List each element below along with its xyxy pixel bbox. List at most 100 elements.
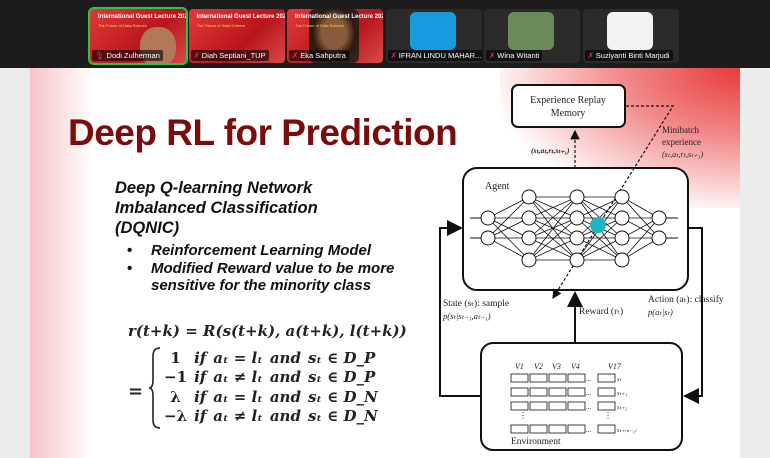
- participant-name: ✗Wina Witanti: [486, 50, 543, 61]
- feature-cell: [548, 373, 567, 383]
- network-edge: [528, 196, 578, 219]
- environment-label: Environment: [511, 437, 561, 447]
- memory-box: [511, 84, 626, 128]
- state-arrow: [439, 220, 481, 397]
- network-edge: [528, 196, 578, 239]
- case-and: and: [269, 348, 301, 367]
- action-label: p(aₜ|sₜ): [647, 307, 673, 317]
- network-edge: [528, 217, 578, 261]
- feature-cell: [548, 424, 567, 434]
- participant-tile[interactable]: ✗Wina Witanti: [484, 9, 580, 63]
- case-v: λ: [170, 387, 181, 406]
- network-node: [614, 252, 630, 268]
- feature-cell: [597, 401, 616, 411]
- case-cond: aₜ ≠ lₜ: [213, 407, 263, 426]
- column-label: V4: [571, 362, 580, 371]
- minibatch-label: Minibatch: [662, 125, 699, 135]
- ellipsis: ...: [586, 426, 592, 434]
- feature-cell: [567, 387, 586, 397]
- network-node: [521, 230, 537, 246]
- subtitle-line: Deep Q-learning Network: [115, 179, 313, 197]
- participant-name-text: Dodi Zulherman: [106, 51, 160, 60]
- mic-muted-icon: ✗: [489, 51, 496, 60]
- memory-label: Experience Replay: [530, 95, 606, 106]
- network-edge: [487, 217, 530, 261]
- case-v: −λ: [164, 407, 188, 426]
- mic-muted-icon: ✗: [587, 51, 594, 60]
- network-node: [614, 189, 630, 205]
- network-node: [480, 230, 496, 246]
- feature-cell: [548, 387, 567, 397]
- tile-slide-sub: The Future of Data Science: [295, 23, 344, 28]
- case-cond: aₜ ≠ lₜ: [213, 368, 263, 387]
- network-node: [480, 210, 496, 226]
- network-edge: [487, 196, 530, 239]
- reward-label: Reward (rₜ): [579, 306, 623, 317]
- feature-cell: [529, 424, 548, 434]
- participant-name: ✗IFRAN LINDU MAHAR...: [387, 50, 482, 61]
- case-cond: aₜ = lₜ: [213, 387, 263, 406]
- column-label: V17: [608, 362, 622, 371]
- mic-muted-icon: ✗: [292, 51, 299, 60]
- network-node: [651, 210, 667, 226]
- feature-cell: [510, 387, 529, 397]
- participant-tile[interactable]: ✗IFRAN LINDU MAHAR...: [385, 9, 482, 63]
- network-node: [614, 230, 630, 246]
- feature-cell: [529, 387, 548, 397]
- case-if: if: [194, 387, 207, 406]
- bullet-item: Reinforcement Learning Model: [127, 242, 427, 260]
- case-set: sₜ ∈ D_P: [307, 368, 376, 387]
- network-edge: [487, 237, 530, 261]
- case-if: if: [194, 348, 207, 367]
- feature-cell: [567, 401, 586, 411]
- subtitle-line: Imbalanced Classification: [115, 199, 318, 217]
- tile-slide-title: International Guest Lecture 2025: [98, 14, 186, 20]
- participant-name: ✗Diah Septiani_TUP: [190, 50, 269, 61]
- network-node: [651, 230, 667, 246]
- case-set: sₜ ∈ D_N: [307, 387, 378, 406]
- network-edge: [576, 196, 623, 219]
- participant-name: ✗Suziyanti Binti Marjudi: [584, 50, 673, 61]
- vertical-ellipsis: ⋮: [519, 411, 527, 420]
- case-v: 1: [170, 348, 181, 367]
- network-node: [521, 210, 537, 226]
- mic-icon: 🎙: [95, 51, 105, 60]
- slide-subtitle: Deep Q-learning Network Imbalanced Class…: [115, 178, 318, 238]
- case-and: and: [269, 387, 301, 406]
- mic-muted-icon: ✗: [193, 51, 200, 60]
- ellipsis: ...: [586, 389, 592, 397]
- network-edge: [528, 196, 578, 261]
- action-arrow: [683, 227, 703, 404]
- participant-tile[interactable]: ✗Suziyanti Binti Marjudi: [582, 9, 679, 63]
- feature-cell: [510, 424, 529, 434]
- participant-name: ✗Eka Sahputra: [289, 50, 349, 61]
- feature-cell: [567, 424, 586, 434]
- feature-cell: [597, 373, 616, 383]
- case-and: and: [269, 407, 301, 426]
- network-edge: [487, 217, 530, 239]
- network-node: [569, 189, 585, 205]
- column-label: V1: [515, 362, 524, 371]
- network-node: [521, 252, 537, 268]
- feature-cell: [510, 401, 529, 411]
- network-edge: [621, 217, 660, 261]
- profile-photo: [508, 12, 554, 50]
- environment-box: [480, 342, 683, 451]
- brace: [148, 347, 161, 429]
- case-set: sₜ ∈ D_P: [307, 348, 376, 367]
- memory-label: Memory: [551, 108, 585, 119]
- store-label: (sₜ,aₜ,rₜ,sₜ₊₁): [531, 146, 570, 155]
- participant-name-text: Diah Septiani_TUP: [201, 51, 266, 60]
- participant-name-text: IFRAN LINDU MAHAR...: [398, 51, 482, 60]
- network-node: [569, 230, 585, 246]
- case-if: if: [194, 407, 207, 426]
- feature-cell: [529, 401, 548, 411]
- equation-lhs: r(t+k) = R(s(t+k), a(t+k), l(t+k)): [128, 322, 407, 340]
- network-edge: [576, 237, 623, 261]
